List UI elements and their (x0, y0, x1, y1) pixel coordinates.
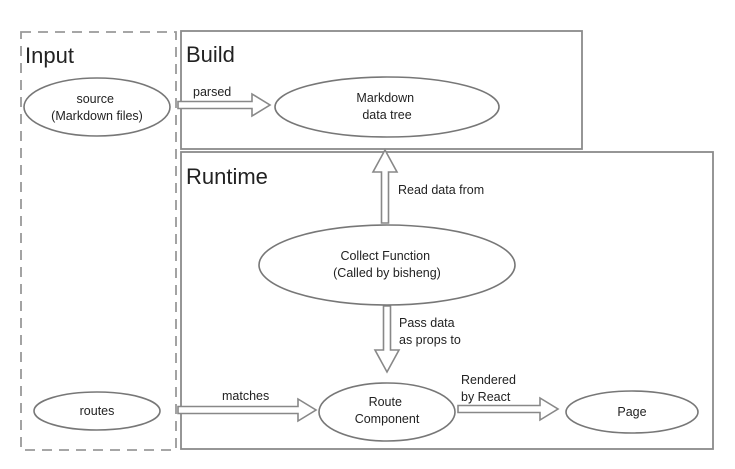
source-node (23, 77, 171, 137)
markdown-tree-label-line: Markdown (356, 91, 414, 105)
pass-data-label-line: Pass data (399, 316, 455, 330)
runtime-section-box (180, 151, 714, 450)
markdown-tree-node (274, 76, 500, 138)
matches-arrow (177, 397, 318, 423)
rendered-label-line: by React (461, 390, 511, 404)
pass-data-label: Pass data as props to (399, 316, 461, 347)
route-component-label-line: Component (355, 412, 420, 426)
parsed-label: parsed (193, 85, 231, 99)
rendered-label-line: Rendered (461, 373, 516, 387)
routes-label: routes (80, 404, 115, 418)
matches-label: matches (222, 389, 269, 403)
rendered-arrow (457, 396, 560, 422)
read-data-arrow (371, 148, 399, 224)
route-component-label: Route Component (355, 395, 420, 426)
page-node (565, 390, 699, 434)
route-component-label-line: Route (369, 395, 402, 409)
read-data-label: Read data from (398, 183, 484, 197)
source-label-line: (Markdown files) (51, 109, 143, 123)
collect-function-label-line: (Called by bisheng) (333, 266, 441, 280)
source-label-line: source (76, 92, 114, 106)
collect-function-node (258, 224, 516, 306)
build-section-box (180, 30, 583, 150)
build-section-title: Build (186, 42, 235, 67)
input-section-box (20, 31, 177, 451)
runtime-section-title: Runtime (186, 164, 268, 189)
collect-function-label-line: Collect Function (340, 249, 430, 263)
input-section-title: Input (25, 43, 74, 68)
page-label: Page (617, 405, 646, 419)
source-label: source (Markdown files) (51, 92, 143, 123)
pass-data-label-line: as props to (399, 333, 461, 347)
route-component-node (318, 382, 456, 442)
collect-function-label: Collect Function (Called by bisheng) (333, 249, 441, 280)
pass-data-arrow (373, 305, 401, 374)
rendered-label: Rendered by React (461, 373, 519, 404)
routes-node (33, 391, 161, 431)
markdown-tree-label: Markdown data tree (356, 91, 417, 122)
parsed-arrow (177, 92, 272, 118)
markdown-tree-label-line: data tree (362, 108, 411, 122)
